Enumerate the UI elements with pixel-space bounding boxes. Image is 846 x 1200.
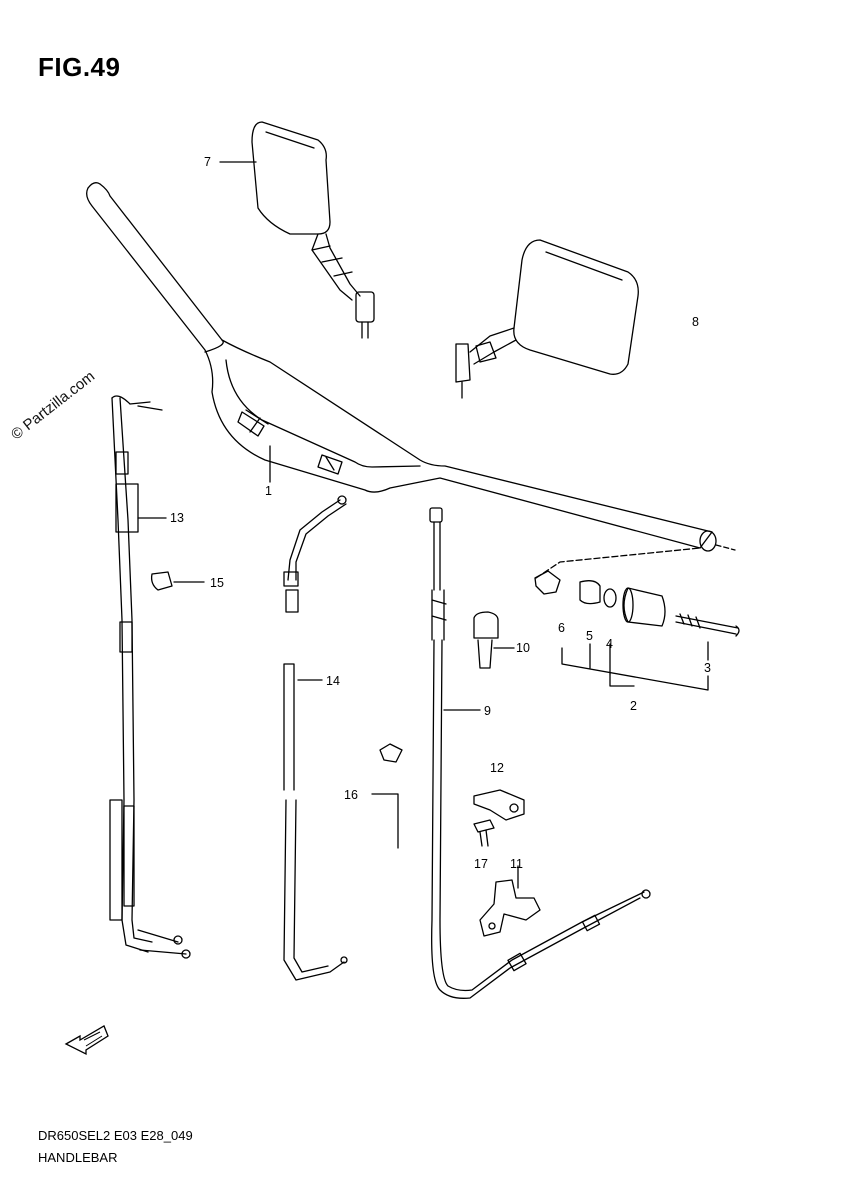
leader-lines-part-2	[561, 641, 709, 691]
callout-17: 17	[474, 857, 488, 871]
callout-16: 16	[344, 788, 358, 802]
callout-12: 12	[490, 761, 504, 775]
handlebar-part-1[interactable]	[86, 182, 736, 552]
balancer-assembly-part-2[interactable]	[534, 547, 740, 637]
clamp-part-15	[150, 571, 173, 591]
callout-13: 13	[170, 511, 184, 525]
callout-8: 8	[692, 315, 699, 329]
bracket-part-12[interactable]	[473, 789, 525, 821]
callout-11: 11	[510, 857, 523, 871]
bracket-part-11[interactable]	[479, 879, 541, 937]
starter-cable-part-14[interactable]	[283, 495, 348, 981]
clutch-cable-part-9[interactable]	[429, 507, 651, 999]
screw-part-17[interactable]	[473, 819, 495, 847]
clip-part-16[interactable]	[379, 743, 403, 763]
throttle-cable-part-13[interactable]	[109, 395, 191, 959]
diagram-code: DR650SEL2 E03 E28_049	[38, 1128, 193, 1143]
bolt-part-10[interactable]	[473, 611, 499, 669]
callout-14: 14	[326, 674, 340, 688]
front-direction-arrow-icon	[64, 1025, 109, 1056]
callout-5: 5	[586, 629, 593, 643]
callout-15: 15	[210, 576, 224, 590]
mirror-right-part-8[interactable]	[455, 239, 639, 399]
leader-part-2-tail	[609, 673, 635, 687]
mirror-left-part-7[interactable]	[251, 121, 375, 339]
callout-6: 6	[558, 621, 565, 635]
callout-1: 1	[265, 484, 272, 498]
callout-2: 2	[630, 699, 637, 713]
callout-9: 9	[484, 704, 491, 718]
callout-3: 3	[704, 661, 711, 675]
diagram-name: HANDLEBAR	[38, 1150, 118, 1165]
callout-10: 10	[516, 641, 530, 655]
callout-4: 4	[606, 637, 613, 651]
callout-labels: 1 2 3 4 5 6 7 8 9 10 11 12 13 14 15 16 1…	[170, 155, 711, 871]
leader-part-16	[371, 793, 399, 849]
callout-7: 7	[204, 155, 211, 169]
figure-title: FIG.49	[38, 52, 121, 82]
